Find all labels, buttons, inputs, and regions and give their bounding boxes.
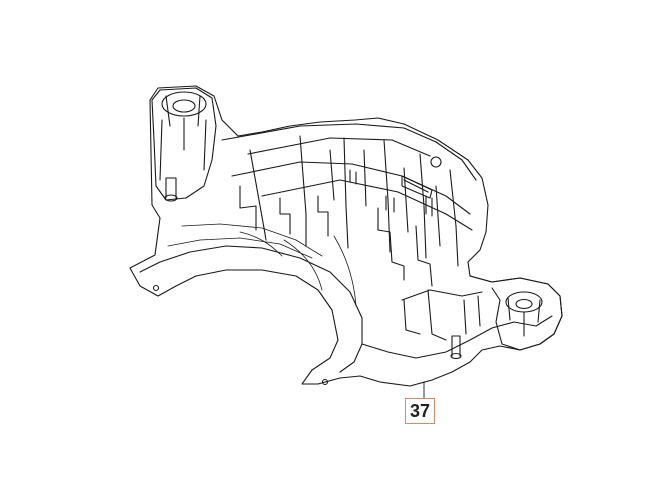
compartment-pins xyxy=(349,169,433,217)
left-peg xyxy=(165,177,177,199)
right-socket-inner xyxy=(515,298,533,310)
compartment-vertical-walls xyxy=(263,149,459,267)
left-peg-top xyxy=(164,194,178,202)
right-corner xyxy=(469,275,563,351)
left-tower-socket-inner xyxy=(172,99,196,113)
right-socket-ribs xyxy=(507,297,541,337)
front-walls xyxy=(401,289,483,341)
part-number-callout: 37 xyxy=(405,398,435,424)
mount-hole-front xyxy=(321,378,329,386)
left-tower-socket xyxy=(161,91,207,117)
base-lower-edge xyxy=(361,315,553,359)
left-tower xyxy=(151,87,217,201)
stepped-brackets xyxy=(239,185,433,287)
front-post-top xyxy=(450,352,462,360)
front-post xyxy=(451,335,461,357)
mount-hole-left xyxy=(152,284,160,292)
base-flange-edge xyxy=(139,245,363,373)
left-tower-ribs xyxy=(159,95,207,181)
base-plate-outline xyxy=(129,85,563,387)
right-edge-hole xyxy=(430,156,442,168)
compartment-top-walls xyxy=(221,123,477,231)
surface-contours xyxy=(167,223,357,307)
slot-detail xyxy=(401,175,433,199)
